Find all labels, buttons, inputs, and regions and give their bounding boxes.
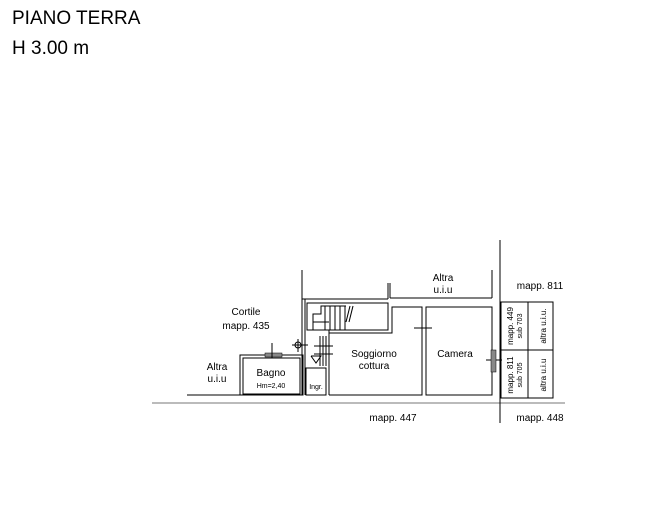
label-mapp-811-sub: mapp. 811 <box>506 356 515 394</box>
window-icon <box>264 352 283 358</box>
stair-arrow-icon <box>310 355 322 364</box>
label-altra-top-2: u.i.u <box>434 285 453 296</box>
adjacent-units <box>500 301 554 399</box>
label-bagno-height: Hm=2,40 <box>257 383 286 390</box>
soggiorno-room <box>329 306 423 396</box>
door-marker-icon <box>292 339 308 352</box>
label-altra-top: Altra <box>433 273 454 284</box>
label-bagno: Bagno <box>257 368 286 379</box>
label-soggiorno: Soggiorno <box>351 349 397 360</box>
label-camera: Camera <box>437 349 473 360</box>
bagno-room <box>239 343 304 396</box>
label-mapp-811: mapp. 811 <box>517 281 564 292</box>
staircase <box>306 302 389 395</box>
window-icon <box>490 349 497 373</box>
label-cottura: cottura <box>359 361 390 372</box>
floor-title: PIANO TERRA <box>12 8 141 29</box>
label-mapp-449: mapp. 449 <box>506 307 515 345</box>
exterior-walls <box>301 270 493 395</box>
label-altra-uiu-2: altra u.i.u <box>539 359 548 392</box>
label-altra-uiu-1: altra u.i.u. <box>539 308 548 343</box>
label-sub-703: sub 703 <box>517 313 524 338</box>
label-mapp-448: mapp. 448 <box>516 413 564 424</box>
label-mapp-447: mapp. 447 <box>369 413 417 424</box>
label-altra-left: Altra <box>207 362 228 373</box>
label-ingr: Ingr. <box>309 384 323 391</box>
floor-height: H 3.00 m <box>12 38 90 59</box>
label-altra-left-2: u.i.u <box>208 374 227 385</box>
label-cortile: Cortile <box>232 307 261 318</box>
label-sub-705: sub 705 <box>517 362 524 387</box>
ingresso-room <box>305 367 327 396</box>
label-cortile-mapp: mapp. 435 <box>222 321 270 332</box>
